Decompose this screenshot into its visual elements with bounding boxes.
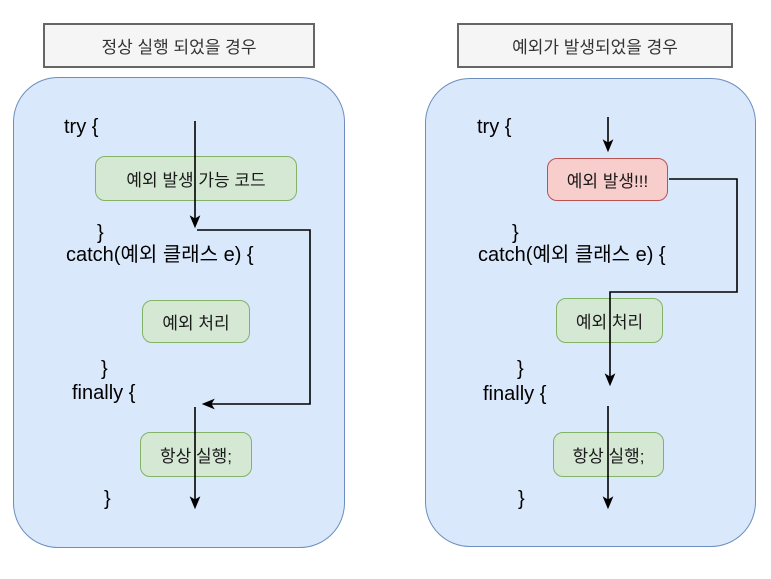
exception-finally-open-text: finally {	[483, 383, 547, 405]
exception-panel-title: 예외가 발생되었을 경우	[457, 23, 733, 68]
exception-catch-open-text: catch(예외 클래스 e) {	[478, 244, 666, 266]
normal-finally-close-text: }	[104, 488, 111, 510]
exception-finally-close-text: }	[518, 488, 525, 510]
normal-finally-open-text: finally {	[72, 382, 136, 404]
normal-catch-body-node: 예외 처리	[142, 300, 250, 343]
normal-try-open-text: try {	[64, 116, 99, 138]
exception-try-close-text: }	[512, 222, 519, 244]
normal-finally-body-node: 항상 실행;	[140, 432, 252, 477]
exception-finally-body-node: 항상 실행;	[553, 432, 664, 477]
exception-try-open-text: try {	[477, 116, 512, 138]
exception-catch-close-text: }	[517, 358, 524, 380]
normal-panel-title: 정상 실행 되었을 경우	[43, 23, 315, 68]
exception-try-body-node: 예외 발생!!!	[547, 158, 668, 201]
normal-try-body-node: 예외 발생 가능 코드	[95, 156, 297, 201]
exception-catch-body-node: 예외 처리	[556, 298, 663, 343]
normal-catch-open-text: catch(예외 클래스 e) {	[66, 244, 254, 266]
normal-try-close-text: }	[97, 222, 104, 244]
normal-catch-close-text: }	[101, 358, 108, 380]
